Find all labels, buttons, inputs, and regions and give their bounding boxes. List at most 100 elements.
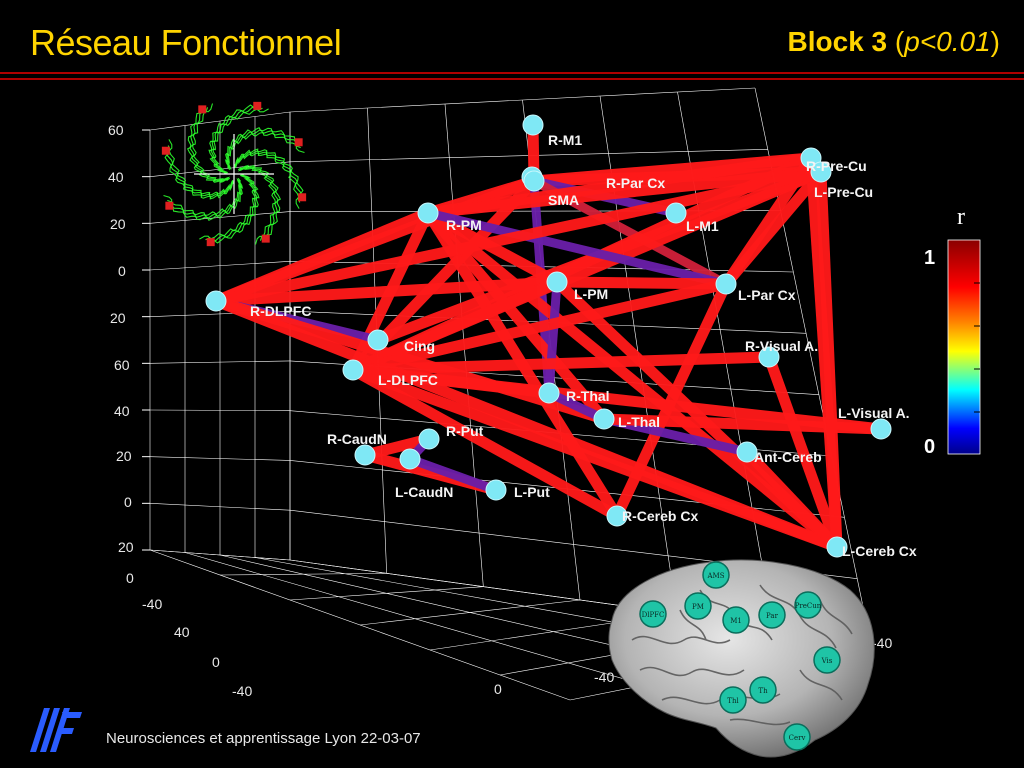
network-node [593, 408, 615, 430]
network-node [870, 418, 892, 440]
network-edge [213, 207, 431, 307]
network-node [354, 444, 376, 466]
y-tick-label: 0 [126, 570, 134, 586]
brain-region-label: PM [692, 603, 704, 611]
y-tick-label: 0 [212, 654, 220, 670]
node-label: L-Pre-Cu [814, 184, 873, 200]
slide-title: Réseau Fonctionnel [30, 22, 342, 63]
z-tick-label: 20 [110, 216, 126, 232]
node-label: L-CaudN [395, 484, 453, 500]
z-tick-label: 40 [108, 169, 124, 185]
y-tick-label: -40 [232, 683, 252, 699]
title-rule [0, 78, 1024, 80]
node-label: L-Put [514, 484, 550, 500]
node-label: L-PM [574, 286, 608, 302]
network-edge [351, 364, 839, 553]
network-node [826, 536, 848, 558]
z-tick-label: 60 [108, 122, 124, 138]
z-tick-label: 20 [116, 448, 132, 464]
colorbar-label: r [957, 204, 965, 230]
network-node [205, 290, 227, 312]
network-edge [352, 364, 550, 399]
node-label: R-Thal [566, 388, 610, 404]
node-label: R-DLPFC [250, 303, 311, 319]
network-edge [544, 281, 562, 394]
brain-region-dot [783, 723, 811, 751]
y-tick-label: -40 [142, 596, 162, 612]
z-axis-lower: 60 40 20 0 20 [114, 357, 134, 555]
network-edge [815, 171, 843, 548]
network-nodes [205, 114, 892, 558]
block-name: Block 3 [787, 26, 888, 57]
p-value: p<0.01 [904, 26, 991, 57]
network-edge [427, 166, 822, 219]
brain-region-dot [794, 591, 822, 619]
network-edge [556, 276, 727, 290]
z-tick-label: 0 [118, 263, 126, 279]
z-tick-label: 0 [124, 494, 132, 510]
network-edge [721, 168, 826, 288]
node-label: R-Pre-Cu [806, 158, 867, 174]
brain-region-label: AMS [706, 572, 724, 580]
node-label: R-Par Cx [606, 175, 665, 191]
brain-region-label: Vis [821, 657, 833, 665]
node-label: L-Cereb Cx [842, 543, 917, 559]
network-edge [351, 278, 728, 376]
block-label: Block 3 (p<0.01) [787, 26, 1000, 57]
network-node [665, 202, 687, 224]
node-label: R-Cereb Cx [622, 508, 698, 524]
network-node [342, 359, 364, 381]
colorbar-min-label: 0 [924, 436, 935, 458]
brain-region-label: Par [766, 612, 779, 620]
brain-region-dot [719, 686, 747, 714]
network-edge [743, 448, 841, 551]
node-label: SMA [548, 192, 579, 208]
node-label: Ant-Cereb [754, 449, 822, 465]
x-tick-label: 0 [494, 681, 502, 697]
network-node [522, 114, 544, 136]
network-node [523, 170, 545, 192]
network-node [418, 428, 440, 450]
network-edge [350, 365, 620, 521]
network-edge [408, 454, 498, 495]
brain-region-label: Th [758, 687, 768, 695]
brain-region-label: DlPFC [642, 611, 665, 619]
node-label: R-PM [446, 217, 482, 233]
network-node [810, 161, 832, 183]
brain-region-dot [758, 601, 786, 629]
node-label: R-Put [446, 423, 484, 439]
brain-region-dot [639, 600, 667, 628]
colorbar-max-label: 1 [924, 247, 935, 269]
colorbar: r 1 0 [924, 204, 981, 458]
node-label: L-DLPFC [378, 372, 438, 388]
z-tick-label: 40 [114, 403, 130, 419]
network-node [367, 329, 389, 351]
colorbar-gradient [947, 239, 981, 455]
network-edge [215, 276, 558, 307]
network-node [546, 271, 568, 293]
network-node [736, 441, 758, 463]
spiral-maze-inset [161, 101, 307, 247]
network-node [606, 505, 628, 527]
z-tick-label: 20 [110, 310, 126, 326]
node-label: L-Thal [618, 414, 660, 430]
network-edge [426, 208, 728, 289]
title-rule [0, 72, 1024, 74]
brain-region-dot [702, 561, 730, 589]
z-tick-label: 60 [114, 357, 130, 373]
network-node [758, 346, 780, 368]
brain-region-label: M1 [730, 617, 742, 625]
network-edge [424, 208, 841, 552]
node-label: L-M1 [686, 218, 719, 234]
network-edge [352, 351, 770, 376]
brain-region-label: Thl [727, 697, 739, 705]
brain-region-dot [722, 606, 750, 634]
x-tick-label: -40 [594, 669, 614, 685]
brain-region-dot [684, 592, 712, 620]
network-edge [214, 166, 823, 307]
node-label: L-Par Cx [738, 287, 796, 303]
node-label: Cing [404, 338, 435, 354]
network-node [485, 479, 507, 501]
